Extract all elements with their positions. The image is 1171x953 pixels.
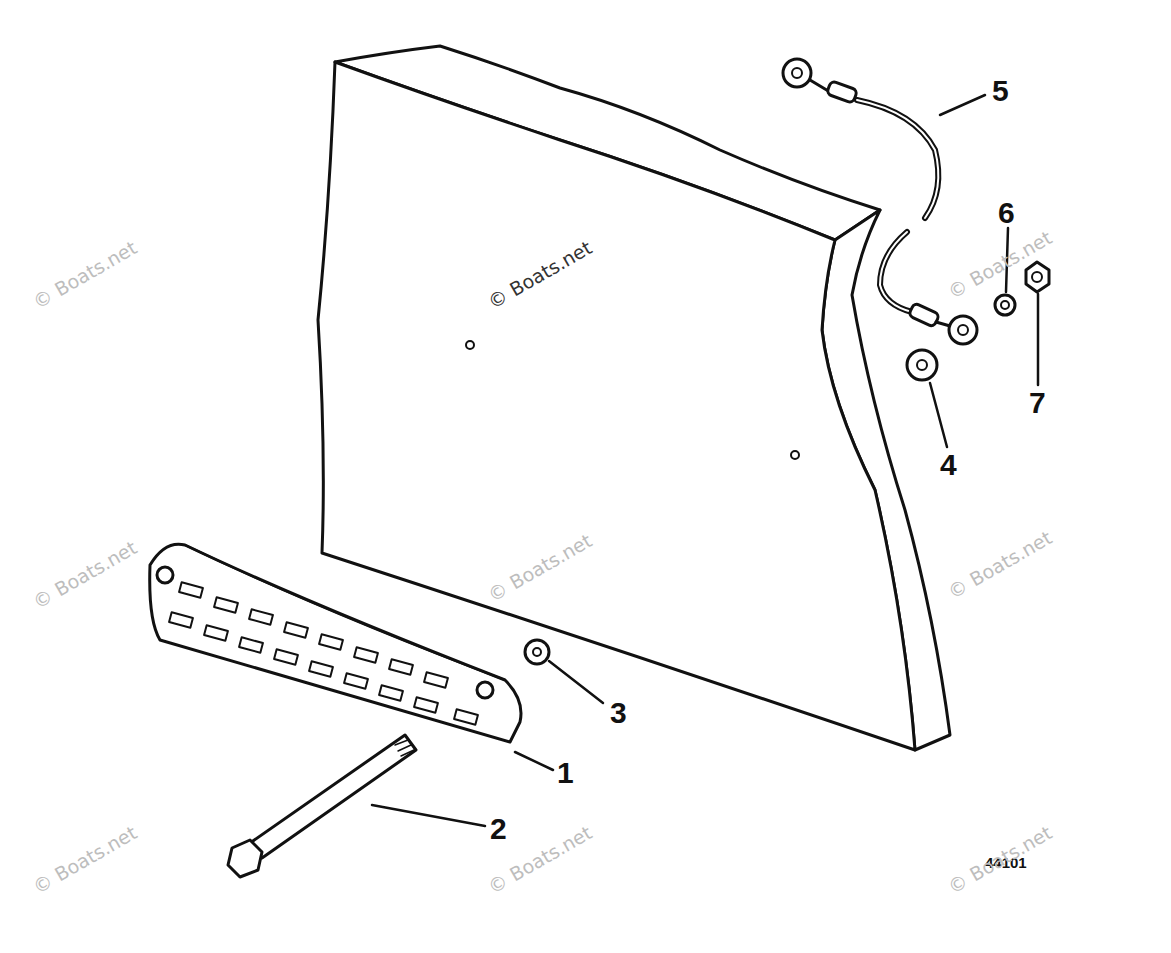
watermark: © Boats.net: [30, 823, 140, 897]
watermark: © Boats.net: [945, 528, 1055, 602]
watermark: © Boats.net: [945, 823, 1055, 897]
callout-number: 7: [1029, 388, 1046, 418]
lock-washer: [995, 295, 1015, 315]
watermark: © Boats.net: [30, 538, 140, 612]
bolt: [228, 735, 416, 877]
washer: [525, 640, 549, 664]
ground-cable: [783, 59, 977, 344]
callout-number: 5: [992, 76, 1009, 106]
bracket: [150, 544, 521, 742]
callout-number: 1: [557, 758, 574, 788]
watermark: © Boats.net: [30, 238, 140, 312]
callout-number: 6: [998, 198, 1015, 228]
nut: [1026, 262, 1049, 292]
leader-lines: [372, 95, 1038, 826]
washer: [907, 350, 937, 380]
callout-number: 2: [490, 814, 507, 844]
callout-number: 4: [940, 450, 957, 480]
callout-number: 3: [610, 698, 627, 728]
